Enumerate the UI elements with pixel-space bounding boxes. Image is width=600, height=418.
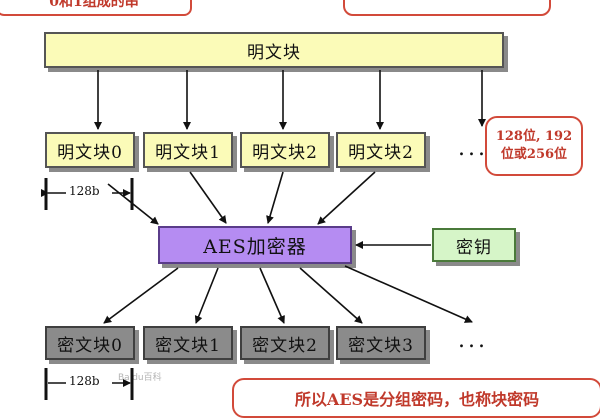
key-size-text: 128位, 192位或256位 — [495, 129, 573, 162]
connector-arrow — [259, 267, 285, 324]
cipher-block: 密文块1 — [143, 326, 233, 360]
key-size-callout: 128位, 192位或256位 — [485, 116, 583, 176]
plain-block-label: 明文块2 — [348, 142, 414, 163]
block-size-arrows — [41, 189, 131, 387]
watermark-text: Baidu百科 — [118, 373, 162, 383]
block-size-dimension — [44, 178, 134, 400]
top-note-text: 0和1组成的串 — [49, 0, 139, 10]
cipher-block: 密文块0 — [45, 326, 135, 360]
cipher-block-label: 密文块0 — [57, 335, 123, 356]
connector-arrow — [194, 267, 219, 324]
connector-arrow — [344, 265, 473, 323]
cipher-block: 密文块2 — [240, 326, 330, 360]
block-size-label: 128b — [69, 184, 100, 198]
connector-layer — [41, 70, 486, 400]
connector-arrow — [189, 171, 227, 224]
cipher-block-label: 密文块3 — [348, 335, 414, 356]
plain-ellipsis: ... — [458, 136, 488, 161]
connector-arrow — [103, 267, 179, 324]
cipher-block: 密文块3 — [336, 326, 426, 360]
cipher-ellipsis: ... — [458, 328, 488, 353]
cipher-block-label: 密文块2 — [252, 335, 318, 356]
top-note-callout: 0和1组成的串 — [0, 0, 192, 16]
plain-block: 明文块0 — [45, 132, 135, 168]
key-label: 密钥 — [456, 237, 492, 258]
plaintext-bar: 明文块 — [44, 32, 504, 68]
key-box: 密钥 — [432, 228, 516, 262]
plaintext-label: 明文块 — [247, 42, 301, 63]
connector-arrow — [299, 267, 363, 324]
connector-arrow — [317, 171, 376, 225]
cipher-block-label: 密文块1 — [155, 335, 221, 356]
plain-block-label: 明文块2 — [252, 142, 318, 163]
top-right-callout — [343, 0, 551, 16]
plain-block: 明文块2 — [240, 132, 330, 168]
plain-block-label: 明文块0 — [57, 142, 123, 163]
aes-cipher-label: AES加密器 — [203, 235, 307, 258]
plain-block: 明文块1 — [143, 132, 233, 168]
plain-block: 明文块2 — [336, 132, 426, 168]
block-size-label: 128b — [69, 374, 100, 388]
plain-block-label: 明文块1 — [155, 142, 221, 163]
aes-cipher-box: AES加密器 — [158, 226, 352, 264]
connector-arrow — [266, 171, 284, 224]
